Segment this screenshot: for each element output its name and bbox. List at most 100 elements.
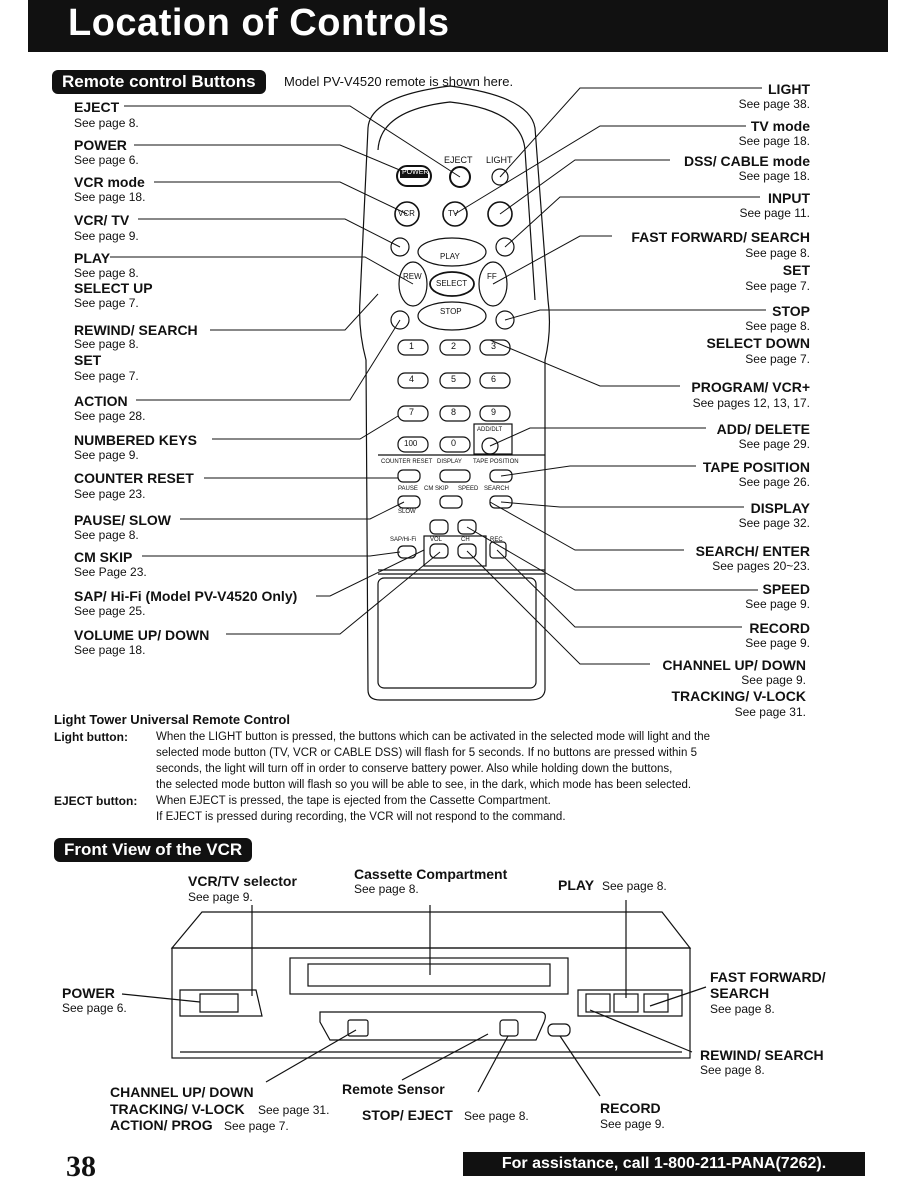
remote-ch-key: CH xyxy=(461,537,470,543)
remote-label-play: PLAY xyxy=(74,250,111,266)
remote-label-set-right: SET xyxy=(782,262,810,278)
remote-key-0: 0 xyxy=(451,438,457,448)
remote-ref-tracking: See page 31. xyxy=(734,705,806,719)
front-play-ref: See page 8. xyxy=(602,879,667,893)
remote-ref-power: See page 6. xyxy=(74,153,139,167)
remote-label-light: LIGHT xyxy=(768,81,810,97)
remote-ref-search-enter: See pages 20~23. xyxy=(712,559,810,573)
remote-label-action: ACTION xyxy=(74,393,128,409)
remote-ref-numbered-keys: See page 9. xyxy=(74,448,139,462)
remote-ref-light: See page 38. xyxy=(738,97,810,111)
eject-button-desc: When EJECT is pressed, the tape is eject… xyxy=(156,793,836,825)
remote-label-tv-mode: TV mode xyxy=(750,118,810,134)
remote-label-dss-cable: DSS/ CABLE mode xyxy=(683,153,810,169)
front-vcrtv-title: VCR/TV selector xyxy=(188,873,297,889)
remote-tape-position-key: TAPE POSITION xyxy=(473,459,519,465)
remote-ref-dss-cable: See page 18. xyxy=(738,169,810,183)
remote-ref-channel: See page 9. xyxy=(741,673,806,687)
light-button-desc: When the LIGHT button is pressed, the bu… xyxy=(156,729,836,793)
remote-ref-fast-forward: See page 8. xyxy=(745,246,810,260)
remote-key-5: 5 xyxy=(451,374,457,384)
remote-vcr-key: VCR xyxy=(398,209,415,218)
front-action-ref: See page 7. xyxy=(224,1119,289,1133)
remote-ref-action: See page 28. xyxy=(74,409,146,423)
front-channel-title: CHANNEL UP/ DOWN xyxy=(110,1084,254,1100)
light-line-4: the selected mode button will flash so y… xyxy=(156,779,692,791)
front-power-ref: See page 6. xyxy=(62,1001,127,1015)
remote-label-vcr-tv: VCR/ TV xyxy=(74,212,130,228)
front-stop-title: STOP/ EJECT xyxy=(362,1107,453,1123)
remote-ref-select-up: See page 7. xyxy=(74,296,139,310)
remote-slow-key: SLOW xyxy=(398,509,416,515)
remote-key-3: 3 xyxy=(491,341,497,351)
remote-ff-key: FF xyxy=(487,272,497,281)
front-rewind-ref: See page 8. xyxy=(700,1063,765,1077)
remote-ref-record: See page 9. xyxy=(745,636,810,650)
remote-label-sap: SAP/ Hi-Fi (Model PV-V4520 Only) xyxy=(74,588,298,604)
front-ff-title-1: FAST FORWARD/ xyxy=(710,969,826,985)
remote-key-8: 8 xyxy=(451,407,457,417)
front-record-title: RECORD xyxy=(600,1100,661,1116)
remote-key-1: 1 xyxy=(409,341,415,351)
remote-ref-cm-skip: See Page 23. xyxy=(74,565,147,579)
remote-label-fast-forward: FAST FORWARD/ SEARCH xyxy=(631,229,810,245)
remote-label-add-delete: ADD/ DELETE xyxy=(716,421,810,437)
remote-sap-key: SAP/Hi-Fi xyxy=(390,537,417,543)
remote-pause-key: PAUSE xyxy=(398,486,418,492)
remote-label-vcr-mode: VCR mode xyxy=(74,174,145,190)
remote-label-speed: SPEED xyxy=(762,581,810,597)
remote-cm-skip-key: CM SKIP xyxy=(424,486,449,492)
light-line-2: selected mode button (TV, VCR or CABLE D… xyxy=(156,747,697,759)
remote-label-record: RECORD xyxy=(749,620,810,636)
front-tracking-title: TRACKING/ V-LOCK xyxy=(110,1101,245,1117)
remote-display-key: DISPLAY xyxy=(437,459,462,465)
front-sensor-title: Remote Sensor xyxy=(342,1081,445,1097)
remote-label-power: POWER xyxy=(74,137,127,153)
remote-key-100: 100 xyxy=(404,439,418,448)
remote-ref-stop: See page 8. xyxy=(745,319,810,333)
remote-key-7: 7 xyxy=(409,407,415,417)
page-number: 38 xyxy=(66,1150,96,1183)
remote-ref-counter-reset: See page 23. xyxy=(74,487,146,501)
front-vcrtv-ref: See page 9. xyxy=(188,890,253,904)
remote-label-volume: VOLUME UP/ DOWN xyxy=(74,627,210,643)
front-tracking-ref: See page 31. xyxy=(258,1103,330,1117)
remote-speed-key: SPEED xyxy=(458,486,479,492)
remote-ref-sap: See page 25. xyxy=(74,604,146,618)
remote-tv-key: TV xyxy=(448,209,459,218)
remote-label-tracking: TRACKING/ V-LOCK xyxy=(671,688,806,704)
page-title: Location of Controls xyxy=(68,2,450,44)
front-record-ref: See page 9. xyxy=(600,1117,665,1131)
front-stop-ref: See page 8. xyxy=(464,1109,529,1123)
remote-label-pause-slow: PAUSE/ SLOW xyxy=(74,512,171,528)
remote-ref-volume: See page 18. xyxy=(74,643,146,657)
remote-add-dlt-key: ADD/DLT xyxy=(477,427,503,433)
remote-key-9: 9 xyxy=(491,407,497,417)
remote-ref-set: See page 7. xyxy=(74,369,139,383)
eject-button-head: EJECT button: xyxy=(54,794,138,808)
remote-label-channel: CHANNEL UP/ DOWN xyxy=(662,657,806,673)
remote-vol-key: VOL xyxy=(430,537,443,543)
remote-ref-pause-slow: See page 8. xyxy=(74,528,139,542)
light-line-3: seconds, the light will turn off in orde… xyxy=(156,763,673,775)
remote-label-counter-reset: COUNTER RESET xyxy=(74,470,194,486)
front-ff-title-2: SEARCH xyxy=(710,985,770,1001)
remote-label-tape-position: TAPE POSITION xyxy=(702,459,810,475)
light-tower-title: Light Tower Universal Remote Control xyxy=(54,712,290,727)
remote-label-program: PROGRAM/ VCR+ xyxy=(691,379,810,395)
front-ff-ref: See page 8. xyxy=(710,1002,775,1016)
remote-ref-select-down: See page 7. xyxy=(745,352,810,366)
remote-power-label: POWER xyxy=(402,169,429,176)
remote-counter-reset-key: COUNTER RESET xyxy=(381,459,433,465)
remote-ref-add-delete: See page 29. xyxy=(738,437,810,451)
remote-play-key: PLAY xyxy=(440,252,460,261)
remote-ref-play: See page 8. xyxy=(74,266,139,280)
remote-key-4: 4 xyxy=(409,374,415,384)
remote-label-input: INPUT xyxy=(768,190,810,206)
remote-label-search-enter: SEARCH/ ENTER xyxy=(695,543,810,559)
assistance-banner: For assistance, call 1-800-211-PANA(7262… xyxy=(463,1152,865,1176)
model-note: Model PV-V4520 remote is shown here. xyxy=(284,74,514,89)
light-button-head: Light button: xyxy=(54,730,128,744)
